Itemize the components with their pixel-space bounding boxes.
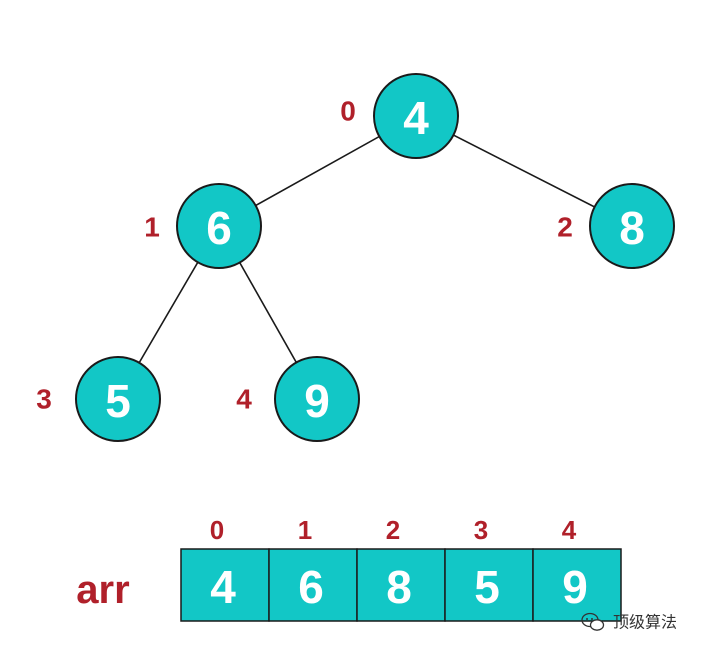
tree-node-4: 94 [236, 356, 360, 442]
tree-node-1: 61 [144, 183, 262, 269]
array-cell-value: 6 [298, 561, 324, 613]
array-cell-index: 4 [562, 515, 577, 545]
array-cell-index: 3 [474, 515, 488, 545]
array-cell-value: 5 [474, 561, 500, 613]
array-label: arr [76, 568, 129, 612]
array-cell-4: 94 [532, 515, 622, 622]
array-cell-box [444, 548, 534, 622]
watermark-text: 顶级算法 [613, 613, 677, 632]
array-cell-box [180, 548, 270, 622]
array-cell-box [268, 548, 358, 622]
tree-node-3: 53 [36, 356, 161, 442]
tree-node-circle [75, 356, 161, 442]
array-cell-1: 61 [268, 515, 358, 622]
watermark: 顶级算法 [581, 612, 677, 632]
tree-node-index: 4 [236, 384, 252, 415]
tree-node-circle [176, 183, 262, 269]
array-cell-value: 9 [562, 561, 588, 613]
array-cell-0: 40 [180, 515, 270, 622]
array-cell-3: 53 [444, 515, 534, 622]
array-cell-box [532, 548, 622, 622]
tree-node-circle [373, 73, 459, 159]
array-cell-value: 4 [210, 561, 236, 613]
array-cell-value: 8 [386, 561, 412, 613]
array-cell-box [356, 548, 446, 622]
array-cell-index: 0 [210, 515, 224, 545]
tree-node-value: 8 [619, 202, 645, 254]
array-cell-2: 82 [356, 515, 446, 622]
tree-node-value: 9 [304, 375, 330, 427]
tree-node-circle [589, 183, 675, 269]
tree-node-index: 3 [36, 384, 52, 415]
tree-node-value: 5 [105, 375, 131, 427]
tree-node-index: 0 [340, 96, 356, 127]
tree-node-index: 2 [557, 212, 573, 243]
tree-node-value: 4 [403, 92, 429, 144]
tree-node-2: 82 [557, 183, 675, 269]
array-cell-index: 2 [386, 515, 400, 545]
wechat-icon [581, 612, 605, 631]
tree-node-index: 1 [144, 212, 160, 243]
tree-node-value: 6 [206, 202, 232, 254]
tree-node-0: 40 [340, 73, 459, 159]
tree-node-circle [274, 356, 360, 442]
array-cell-index: 1 [298, 515, 312, 545]
